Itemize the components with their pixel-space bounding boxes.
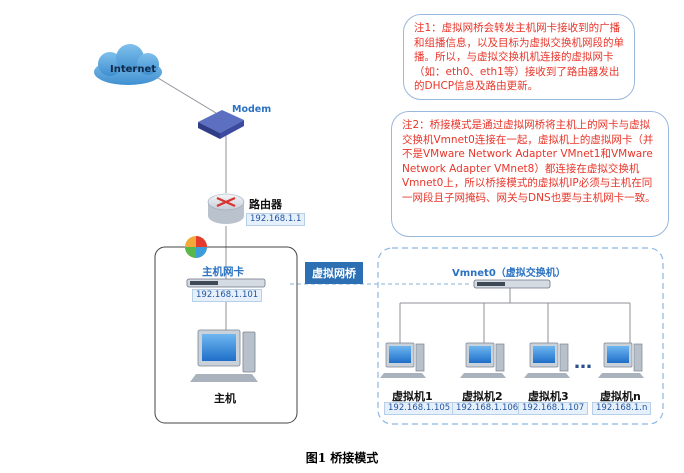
vm-pc-icon [524, 342, 570, 378]
note-1-box: 注1：虚拟网桥会转发主机网卡接收到的广播和组播信息，以及目标为虚拟交换机网段的单… [403, 14, 635, 100]
vm-pc-icon [460, 342, 506, 378]
figure-caption: 图1 桥接模式 [305, 451, 379, 465]
router-ip: 192.168.1.1 [246, 213, 306, 226]
note-2-box: 注2：桥接模式是通过虚拟网桥将主机上的网卡与虚拟交换机Vmnet0连接在一起，虚… [391, 111, 669, 237]
vm-name: 虚拟机n [600, 390, 641, 403]
vm-ip: 192.168.1.n [592, 402, 652, 415]
note-2-text: 注2：桥接模式是通过虚拟网桥将主机上的网卡与虚拟交换机Vmnet0连接在一起，虚… [402, 119, 656, 204]
vmnet0-label: Vmnet0（虚拟交换机） [452, 268, 566, 279]
host-label: 主机 [214, 392, 236, 405]
vm-name: 虚拟机1 [392, 390, 433, 403]
vm-group-box [377, 247, 664, 425]
connection-lines [157, 77, 631, 343]
vm-ip: 192.168.1.106 [452, 402, 523, 415]
host-pc-icon [190, 329, 258, 382]
internet-cloud-icon [94, 44, 162, 85]
internet-label: Internet [110, 64, 157, 75]
vmware-logo-icon [185, 236, 207, 258]
host-box [154, 246, 298, 424]
router-label: 路由器 [249, 198, 282, 211]
vm-ellipsis: … [574, 352, 592, 373]
host-nic-ip: 192.168.1.101 [192, 289, 263, 302]
modem-icon [198, 110, 244, 139]
vm-pc-icon [598, 342, 644, 378]
host-nic-bar [186, 278, 266, 288]
vm-ip: 192.168.1.107 [518, 402, 589, 415]
router-icon [207, 193, 245, 224]
modem-label: Modem [232, 104, 272, 115]
vm-name: 虚拟机3 [528, 390, 569, 403]
vmnet0-switch-bar [473, 279, 551, 289]
vm-name: 虚拟机2 [462, 390, 503, 403]
host-nic-label: 主机网卡 [202, 266, 244, 278]
note-1-text: 注1：虚拟网桥会转发主机网卡接收到的广播和组播信息，以及目标为虚拟交换机网段的单… [414, 22, 624, 92]
virtual-bridge-label: 虚拟网桥 [305, 262, 363, 284]
vm-ip: 192.168.1.105 [384, 402, 455, 415]
vm-pc-icon [380, 342, 426, 378]
